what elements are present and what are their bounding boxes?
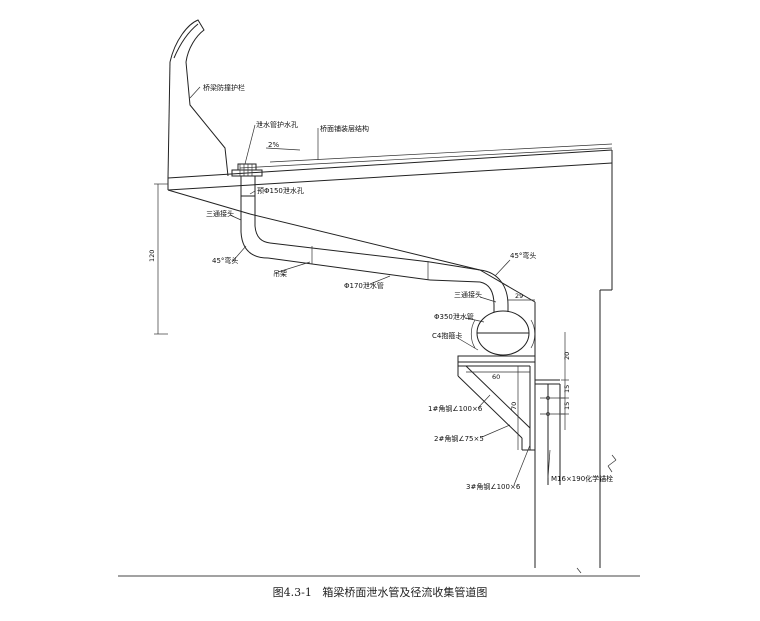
dim-15a: 15 <box>563 385 571 393</box>
pipe-170 <box>240 196 509 312</box>
guardrail-shape <box>167 19 229 179</box>
label-drain-hole: 预Φ150泄水孔 <box>257 186 304 195</box>
drain-outlet <box>231 163 263 197</box>
label-elbow-right: 45°弯头 <box>510 251 536 260</box>
dim-20: 20 <box>563 352 571 360</box>
deck-slab <box>167 143 613 191</box>
label-guardrail: 桥梁防撞护栏 <box>203 83 245 92</box>
leader-lines <box>189 86 551 486</box>
label-bolt: M16×190化学锚栓 <box>551 474 613 483</box>
dim-120: 120 <box>148 250 156 262</box>
label-pipe-170: Φ170泄水管 <box>344 281 384 290</box>
dim-60: 60 <box>492 373 500 381</box>
label-pipe-350: Φ350泄水管 <box>434 312 474 321</box>
label-elbow-left: 45°弯头 <box>212 256 238 265</box>
label-angle3: 3#角钢∠100×6 <box>466 482 521 491</box>
label-slope: 2% <box>268 141 279 149</box>
label-angle1: 1#角钢∠100×6 <box>428 404 483 413</box>
label-drain-grate: 泄水管护水孔 <box>256 120 298 129</box>
label-tee-left: 三通接头 <box>206 209 234 218</box>
caption-number: 图4.3-1 <box>272 586 312 599</box>
label-clamp: C4抱箍卡 <box>432 331 462 340</box>
dim-70: 70 <box>510 402 518 410</box>
label-tee-right: 三通接头 <box>454 290 482 299</box>
figure-caption: 图4.3-1 箱梁桥面泄水管及径流收集管道图 <box>0 584 760 600</box>
caption-title: 箱梁桥面泄水管及径流收集管道图 <box>322 586 488 599</box>
label-hanger: 吊架 <box>273 270 287 278</box>
pipe-350 <box>470 310 536 356</box>
steel-bracket <box>457 355 565 485</box>
dim-29: 29 <box>515 292 523 300</box>
box-girder <box>167 150 617 574</box>
label-angle2: 2#角钢∠75×5 <box>434 434 484 443</box>
dimension-lines <box>154 183 569 450</box>
dim-15b: 15 <box>563 402 571 410</box>
label-bridge-pavement: 桥面铺装层结构 <box>320 124 369 133</box>
